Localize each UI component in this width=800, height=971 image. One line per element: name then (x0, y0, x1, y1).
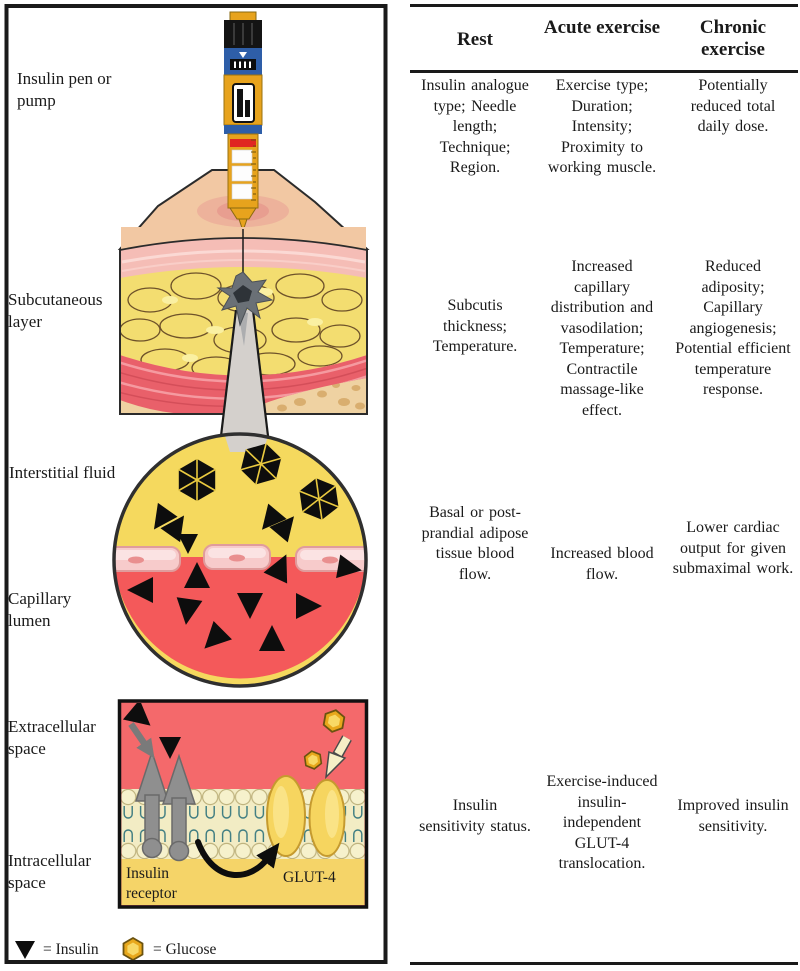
capillary-wall-cells (115, 544, 365, 572)
table-cell-chronic-2: Reduced adiposity; Capillary angiogenesi… (675, 258, 791, 398)
insulin-hexamer-icon (178, 443, 339, 520)
table-cell-acute-4: Exercise-induced insulin-independent GLU… (546, 773, 658, 872)
diagram-border (4, 4, 388, 964)
table-cell-rest-2: Subcutis thickness; Temperature. (432, 297, 518, 355)
insulin-depot (216, 271, 274, 346)
glut4-translocation-arrow (195, 839, 280, 879)
table-cell-rest-3: Basal or post-prandial adipose tissue bl… (421, 504, 529, 583)
label-extracellular-space: Extracellular space (8, 717, 96, 758)
table-cell-acute-1: Exercise type; Duration; Intensity; Prox… (547, 77, 657, 176)
physiology-diagram (4, 4, 388, 964)
label-intracellular-space: Intracellular space (8, 851, 92, 892)
pen-needle (238, 218, 248, 233)
table-cell-acute-2: Increased capillary distribution and vas… (550, 258, 654, 419)
label-subcutaneous-layer: Subcutaneous layer (8, 290, 103, 331)
table-header-rest: Rest (457, 29, 493, 50)
pen-cartridge-window (232, 83, 255, 123)
pen-dose-display (230, 59, 256, 70)
magnifier-circle (112, 432, 368, 688)
table-cell-rest-4: Insulin sensitivity status. (419, 797, 531, 835)
legend-insulin-icon (15, 941, 35, 959)
label-interstitial-fluid: Interstitial fluid (9, 463, 116, 482)
glucose-entry-arrow (324, 735, 352, 780)
table-cell-chronic-1: Potentially reduced total daily dose. (690, 77, 776, 135)
insulin-monomer-icon (153, 502, 294, 554)
table-cell-acute-3: Increased blood flow. (550, 545, 654, 583)
pen-scale-ticks (251, 139, 256, 201)
capillary-lumen-area (115, 557, 365, 679)
table-header-rule (410, 70, 798, 73)
insulin-binding-arrow (128, 722, 155, 759)
table-header-acute: Acute exercise (543, 17, 661, 38)
table-header-chronic: Chronic exercise (699, 17, 767, 60)
label-glut4: GLUT-4 (283, 869, 336, 886)
label-capillary-lumen: Capillary lumen (8, 589, 72, 630)
insulin-monomer-icon (122, 703, 151, 726)
insulin-monomer-icon (159, 737, 181, 759)
table-cell-rest-1: Insulin analogue type; Needle length; Te… (421, 77, 529, 176)
insulin-pen (223, 11, 263, 233)
membrane-panel (117, 699, 369, 909)
glucose-icon (303, 709, 346, 770)
table-cell-chronic-4: Improved insulin sensitivity. (677, 797, 789, 835)
table-bottom-rule (410, 962, 798, 965)
table-cell-chronic-3: Lower cardiac output for given submaxima… (672, 519, 794, 577)
legend-glucose-label: = Glucose (153, 941, 217, 958)
insulin-receptor-shape (134, 749, 197, 862)
legend-insulin-label: = Insulin (43, 941, 99, 958)
label-insulin-pen: Insulin pen or pump (17, 69, 112, 110)
label-insulin-receptor: Insulin receptor (126, 865, 177, 902)
glut4-transporter-shape (266, 775, 346, 857)
table-top-rule (410, 4, 798, 7)
legend-glucose-icon (122, 936, 144, 962)
